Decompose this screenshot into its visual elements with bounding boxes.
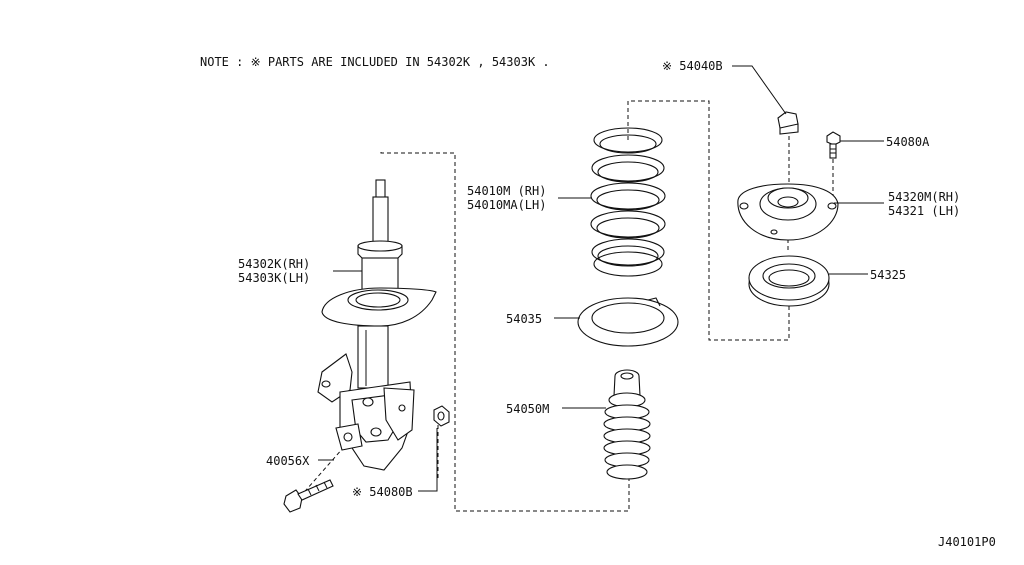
label-54040b: ※ 54040B bbox=[662, 59, 723, 73]
coil-spring bbox=[590, 127, 666, 277]
label-40056x: 40056X bbox=[266, 454, 310, 468]
leader-lines bbox=[318, 65, 884, 492]
label-54302k-rh: 54302K(RH) bbox=[238, 257, 310, 271]
strut-assembly bbox=[317, 179, 437, 471]
label-54325: 54325 bbox=[870, 268, 906, 282]
bolt-40056x bbox=[283, 479, 334, 513]
label-54010m-rh: 54010M (RH) bbox=[467, 184, 546, 198]
label-54080a: 54080A bbox=[886, 135, 930, 149]
parts-note: NOTE : ※ PARTS ARE INCLUDED IN 54302K , … bbox=[200, 55, 550, 69]
part-labels: ※ 54040B 54080A 54320M(RH) 54321 (LH) 54… bbox=[238, 59, 960, 499]
label-54321-lh: 54321 (LH) bbox=[888, 204, 960, 218]
label-54303k-lh: 54303K(LH) bbox=[238, 271, 310, 285]
label-54010ma-lh: 54010MA(LH) bbox=[467, 198, 546, 212]
mount-nut-54040b bbox=[777, 111, 799, 135]
spring-seat-rubber bbox=[577, 297, 679, 347]
diagram-code: J40101P0 bbox=[938, 535, 996, 549]
nut-54080b bbox=[433, 405, 450, 427]
dust-boot bbox=[603, 369, 651, 480]
label-54080b: ※ 54080B bbox=[352, 485, 413, 499]
label-54050m: 54050M bbox=[506, 402, 549, 416]
label-54035: 54035 bbox=[506, 312, 542, 326]
mount-bearing bbox=[748, 255, 830, 307]
bolt-54080a bbox=[826, 131, 841, 159]
label-54320m-rh: 54320M(RH) bbox=[888, 190, 960, 204]
strut-mount bbox=[737, 183, 839, 241]
